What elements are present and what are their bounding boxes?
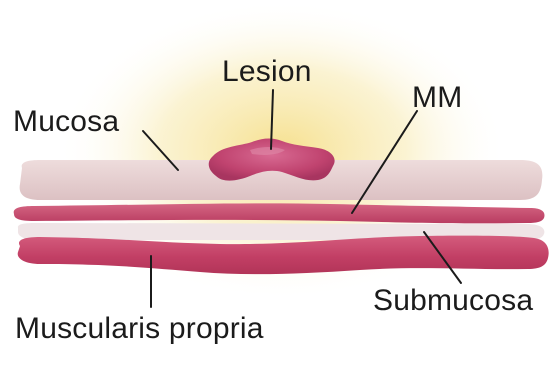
label-submucosa: Submucosa	[373, 286, 533, 316]
label-mm: MM	[412, 83, 462, 113]
label-mucosa: Mucosa	[13, 107, 119, 137]
label-muscularis-propria: Muscularis propria	[15, 314, 264, 344]
label-lesion: Lesion	[222, 57, 312, 87]
